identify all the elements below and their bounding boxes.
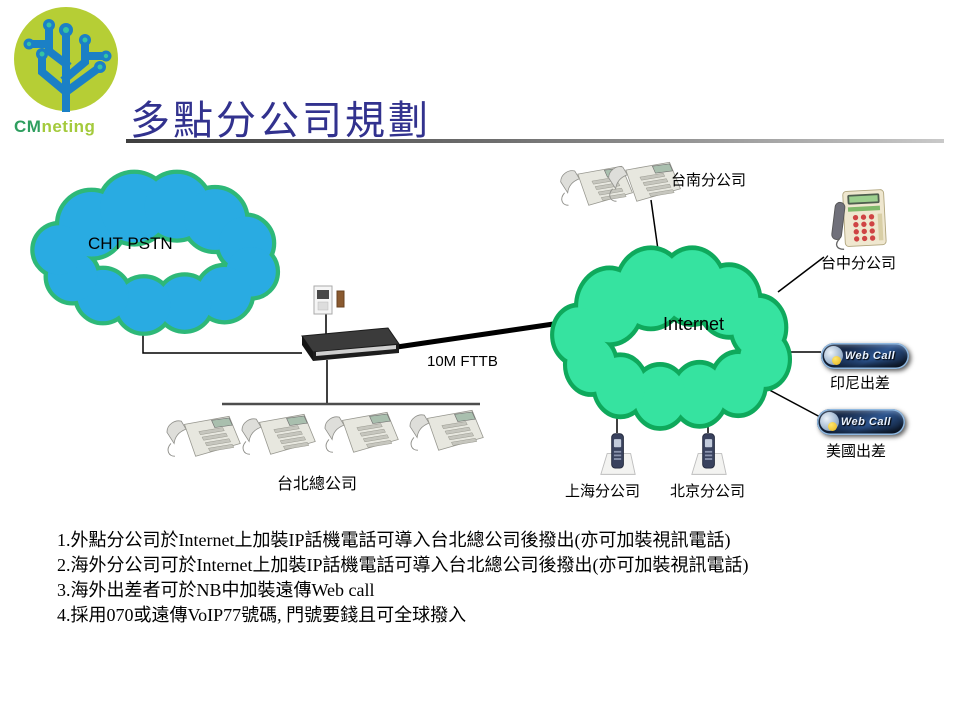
site-label-beijing: 北京分公司 <box>670 484 746 500</box>
note-line: 1.外點分公司於Internet上加裝IP話機電話可導入台北總公司後撥出(亦可加… <box>57 530 731 550</box>
note-line: 3.海外出差者可於NB中加裝遠傳Web call <box>57 580 375 600</box>
site-label-indonesia: 印尼出差 <box>830 376 891 392</box>
site-label-taipei-hq: 台北總公司 <box>277 476 358 493</box>
web-call-globe-icon <box>824 346 843 365</box>
notes-list: 1.外點分公司於Internet上加裝IP話機電話可導入台北總公司後撥出(亦可加… <box>57 528 942 628</box>
shanghai-phone-icon <box>600 433 636 475</box>
pstn-cloud-label: CHT PSTN <box>88 234 173 253</box>
wan-cable <box>396 318 575 350</box>
internet-cloud-label: Internet <box>663 314 725 334</box>
note-line: 2.海外分公司可於Internet上加裝IP話機電話可導入台北總公司後撥出(亦可… <box>57 555 749 575</box>
beijing-phone-icon <box>691 433 727 475</box>
taichung-phone-icon <box>830 188 888 251</box>
logo-neting-text: neting <box>41 117 96 136</box>
logo-tree-icon <box>14 7 118 112</box>
site-label-shanghai: 上海分公司 <box>565 484 641 500</box>
note-line: 4.採用070或遠傳VoIP77號碼, 門號要錢且可全球撥入 <box>57 605 467 625</box>
desk-phone-icon <box>324 411 399 453</box>
web-call-label: Web Call <box>844 350 896 362</box>
title-underline <box>126 139 944 143</box>
pstn-cloud <box>30 169 281 336</box>
web-call-button: Web Call <box>821 343 909 369</box>
desk-phone-icon <box>166 415 241 457</box>
desk-phone-icon <box>241 413 316 455</box>
site-label-taichung: 台中分公司 <box>821 256 897 272</box>
logo-wordmark: CMneting <box>14 117 124 137</box>
wan-link-label: 10M FTTB <box>427 353 498 370</box>
web-call-button: Web Call <box>817 409 905 435</box>
site-label-tainan: 台南分公司 <box>671 173 747 189</box>
page-title: 多點分公司規劃 <box>130 98 431 143</box>
desk-phone-icon <box>409 409 484 451</box>
wall-device-icon <box>313 285 345 315</box>
tainan-phones <box>560 161 681 206</box>
internet-cloud <box>550 245 793 431</box>
web-call-globe-icon <box>820 412 839 431</box>
router-icon <box>301 327 400 361</box>
taipei-hq-phones <box>166 409 484 457</box>
logo-cm-text: CM <box>14 117 42 136</box>
site-label-usa: 美國出差 <box>826 444 887 460</box>
web-call-label: Web Call <box>840 416 892 428</box>
cmneting-logo: CMneting <box>12 4 124 137</box>
